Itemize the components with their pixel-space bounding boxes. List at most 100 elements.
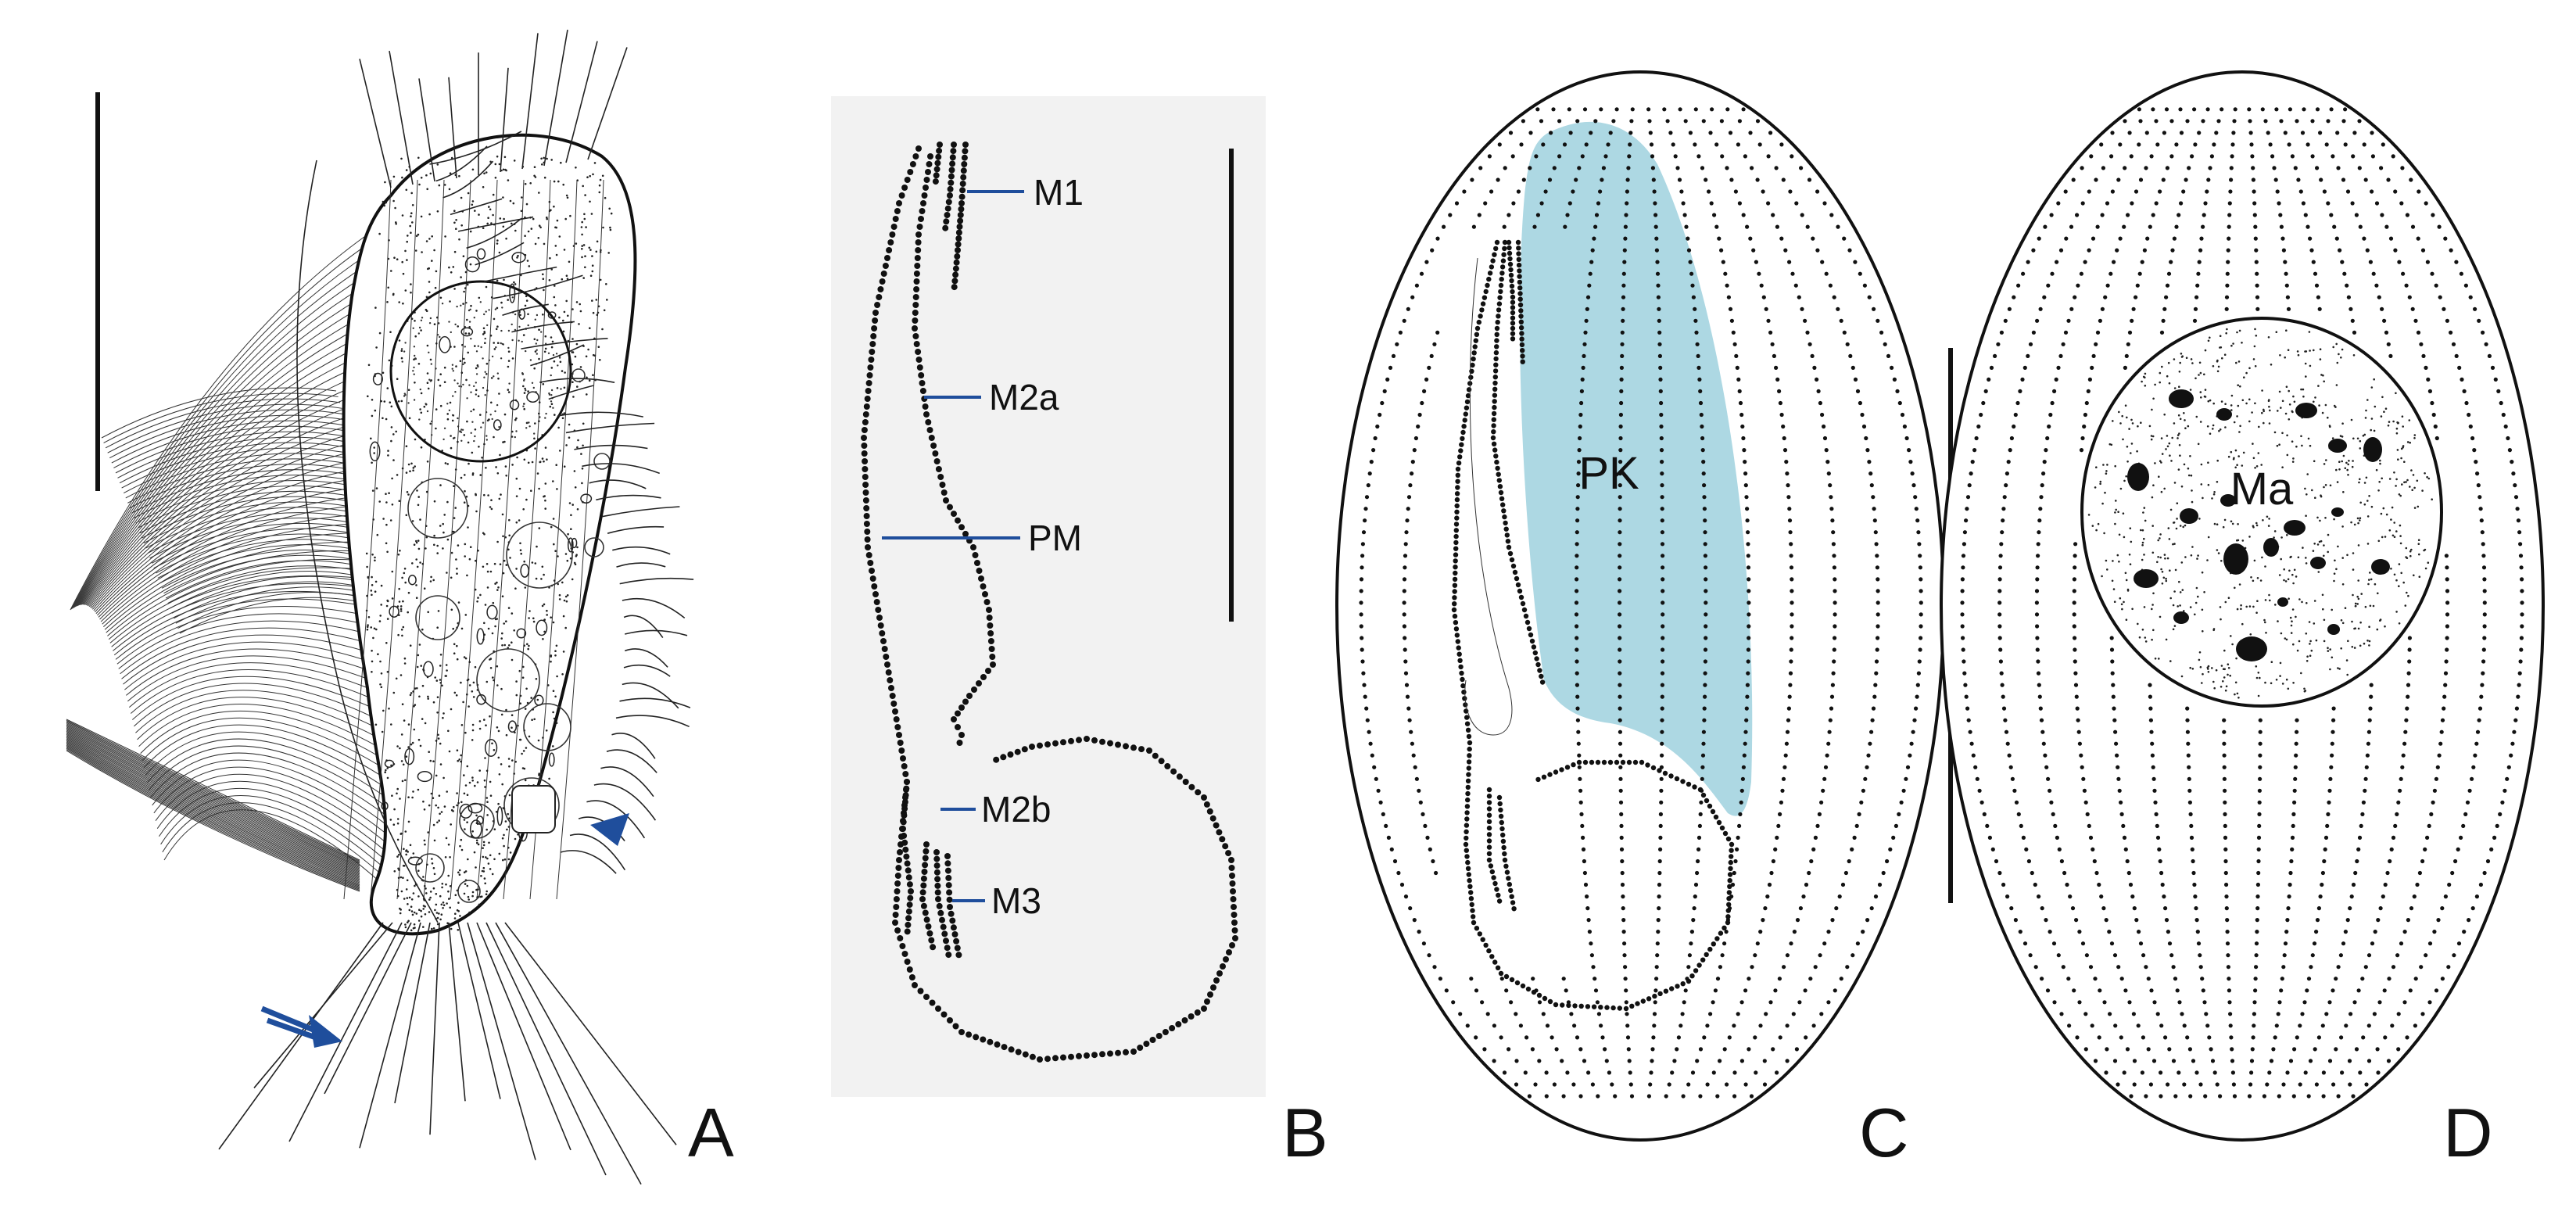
stipple-dot — [2119, 422, 2122, 425]
basal-body-dot — [862, 411, 869, 418]
kinety-dot — [1793, 283, 1798, 288]
basal-body-dot — [940, 923, 947, 930]
kinety-dot — [1497, 142, 1502, 147]
basal-body-dot — [1508, 267, 1514, 273]
kinety-dot — [2445, 565, 2449, 570]
kinety-dot — [1711, 1070, 1716, 1075]
stipple-dot — [496, 581, 498, 584]
kinety-dot — [1360, 659, 1365, 664]
basal-body-dot — [905, 874, 912, 881]
kinety-dot — [1704, 589, 1708, 593]
basal-body-dot — [1639, 759, 1645, 765]
kinety-dot — [1782, 765, 1787, 769]
stipple-dot — [2179, 454, 2181, 457]
stipple-dot — [377, 653, 379, 655]
stipple-dot — [436, 923, 439, 926]
basal-body-dot — [869, 341, 876, 347]
kinety-dot — [2224, 894, 2229, 899]
kinety-dot — [2015, 400, 2020, 406]
kinety-dot — [1724, 930, 1729, 934]
kinety-dot — [1363, 518, 1367, 523]
kinety-dot — [2074, 918, 2079, 923]
stipple-dot — [464, 731, 467, 734]
basal-body-dot — [1188, 783, 1195, 790]
stipple-dot — [505, 620, 507, 622]
stipple-dot — [450, 331, 452, 334]
stipple-dot — [2398, 563, 2401, 565]
basal-body-dot — [1492, 880, 1498, 887]
basal-body-dot — [1510, 325, 1516, 332]
kinety-dot — [1692, 906, 1696, 911]
membrane-hair — [121, 627, 388, 679]
kinety-dot — [1428, 847, 1432, 851]
stipple-dot — [581, 468, 584, 470]
stipple-dot — [2317, 385, 2320, 387]
stipple-dot — [453, 691, 457, 694]
stipple-dot — [485, 890, 488, 893]
kinety-dot — [2205, 107, 2210, 112]
stipple-dot — [609, 228, 612, 231]
basal-body-dot — [1617, 1005, 1622, 1011]
basal-body-dot — [913, 271, 920, 277]
stipple-dot — [502, 343, 504, 346]
stipple-dot — [449, 856, 451, 859]
stipple-dot — [432, 887, 435, 890]
basal-body-dot — [1493, 453, 1499, 459]
cirrus — [450, 198, 503, 216]
stipple-dot — [500, 763, 503, 765]
stipple-dot — [448, 750, 451, 753]
membrane-hair — [140, 710, 393, 765]
kinety-dot — [1826, 471, 1831, 476]
basal-body-dot — [1467, 878, 1472, 884]
membrane-hair — [66, 746, 360, 887]
stipple-dot — [366, 626, 369, 628]
kinety-dot — [1899, 800, 1904, 805]
stipple-dot — [473, 439, 475, 443]
basal-body-dot — [1463, 702, 1468, 708]
basal-body-dot — [930, 443, 937, 449]
kinety-dot — [1871, 706, 1876, 711]
kinety-dot — [1779, 412, 1784, 418]
vacuole — [407, 478, 468, 539]
kinety-dot — [1843, 870, 1848, 876]
kinety-dot — [1918, 565, 1922, 570]
stipple-dot — [453, 210, 456, 213]
kinety-dot — [2280, 236, 2285, 241]
stipple-dot — [2285, 638, 2288, 641]
kinety-dot — [1833, 577, 1837, 582]
kinety-dot — [1865, 765, 1869, 769]
kinety-dot — [2036, 671, 2041, 676]
kinety-dot — [1619, 400, 1624, 406]
kinety-dot — [2381, 142, 2385, 147]
basal-body-dot — [926, 427, 933, 433]
kinety-dot — [2433, 424, 2438, 429]
kinety-dot — [1771, 859, 1775, 864]
kinety-dot — [1908, 460, 1913, 464]
kinety-dot — [1659, 800, 1664, 805]
kinety-dot — [2389, 847, 2394, 851]
kinety-dot — [2138, 177, 2144, 182]
kinety-dot — [2091, 847, 2095, 851]
basal-body-dot — [1464, 816, 1470, 822]
basal-body-dot — [1489, 954, 1495, 959]
stipple-dot — [468, 309, 471, 312]
kinety-dot — [1753, 953, 1757, 958]
stipple-dot — [2173, 387, 2177, 389]
kinety-dot — [1997, 636, 2002, 640]
kinety-dot — [1661, 636, 1665, 640]
stipple-dot — [475, 350, 478, 353]
kinety-dot — [2442, 706, 2446, 711]
basal-body-dot — [1595, 759, 1601, 765]
kinety-dot — [1790, 589, 1794, 593]
basal-body-dot — [862, 489, 869, 496]
stipple-dot — [565, 194, 568, 197]
stipple-dot — [372, 636, 374, 640]
stipple-dot — [2264, 621, 2266, 624]
kinety-dot — [1779, 800, 1783, 805]
membrane-hair — [66, 727, 360, 869]
basal-body-dot — [1547, 998, 1553, 1005]
kinety-dot — [2313, 271, 2318, 276]
kinety-dot — [1799, 166, 1804, 170]
basal-body-dot — [906, 881, 913, 888]
kinety-dot — [1618, 753, 1623, 758]
